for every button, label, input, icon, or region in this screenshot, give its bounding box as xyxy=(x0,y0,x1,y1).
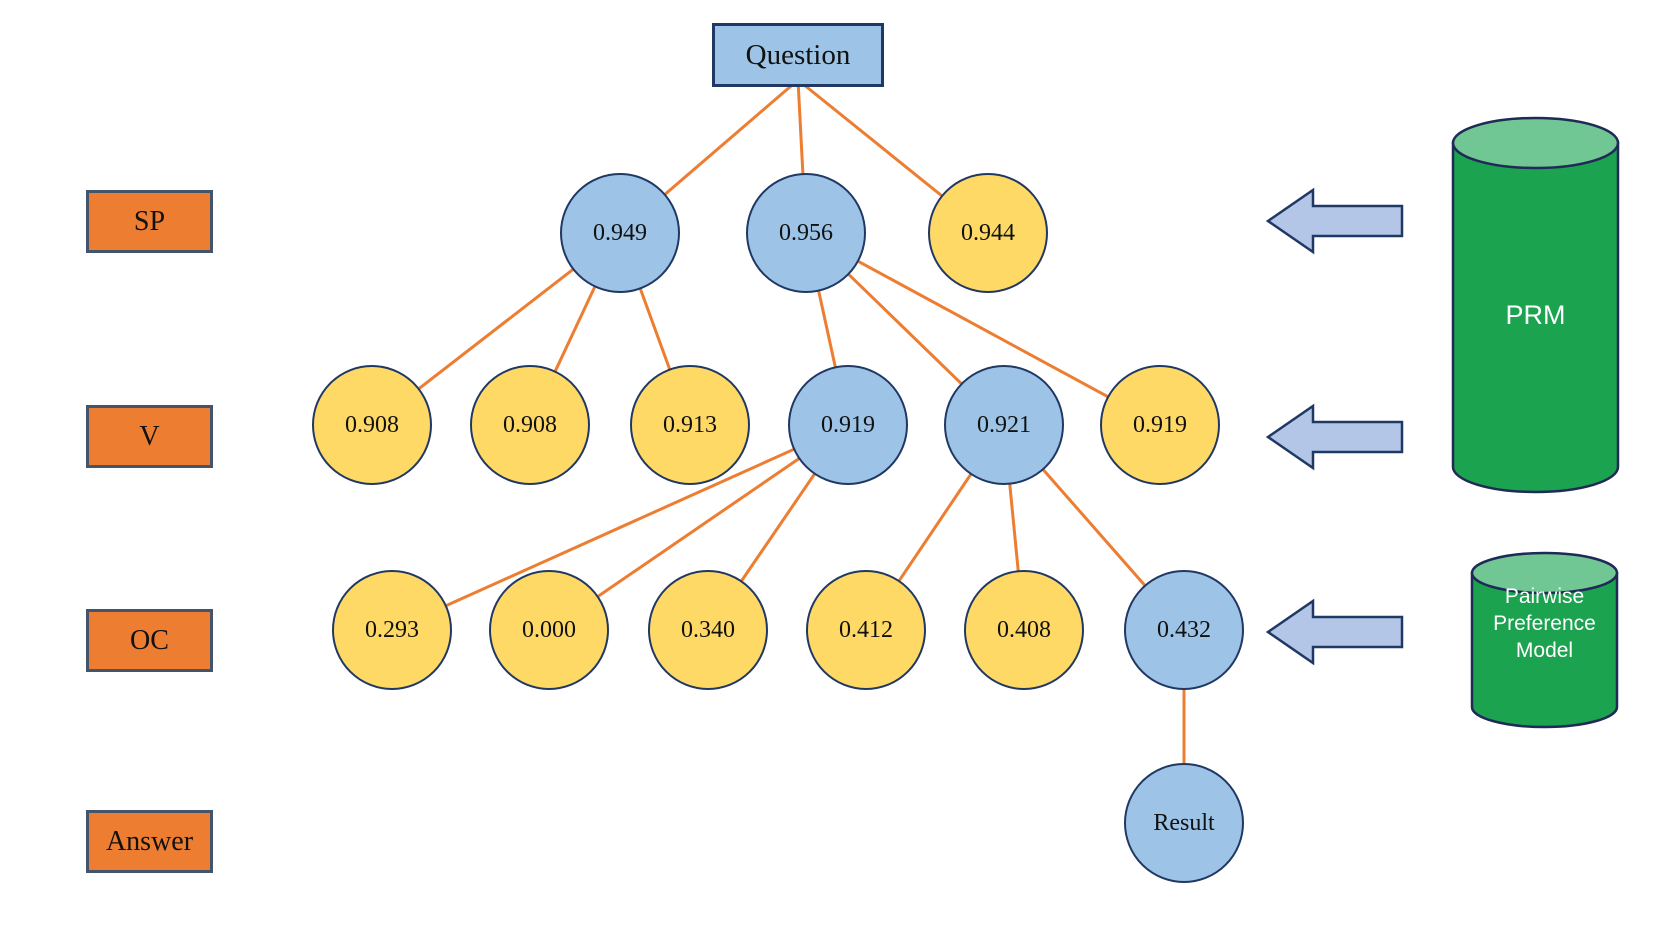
row-label-sp: SP xyxy=(86,190,213,253)
left-arrow-v-icon xyxy=(1265,403,1404,471)
node-v-6: 0.919 xyxy=(1100,365,1220,485)
pairwise-model-label-line3: Model xyxy=(1515,639,1574,662)
node-v-4: 0.919 xyxy=(788,365,908,485)
pairwise-model-cylinder-icon xyxy=(1470,551,1619,729)
pairwise-model-label: Pairwise Preference Model xyxy=(1472,583,1617,664)
node-oc-3: 0.340 xyxy=(648,570,768,690)
prm-cylinder-icon xyxy=(1451,116,1620,494)
row-label-oc: OC xyxy=(86,609,213,672)
question-box: Question xyxy=(712,23,884,87)
node-sp-2: 0.956 xyxy=(746,173,866,293)
node-result: Result xyxy=(1124,763,1244,883)
node-oc-2: 0.000 xyxy=(489,570,609,690)
node-oc-6: 0.432 xyxy=(1124,570,1244,690)
node-oc-4: 0.412 xyxy=(806,570,926,690)
pairwise-model-label-line2: Preference xyxy=(1493,612,1596,635)
edge-sp2-v6 xyxy=(805,231,1161,427)
left-arrow-oc-icon xyxy=(1265,598,1404,666)
node-oc-1: 0.293 xyxy=(332,570,452,690)
node-v-3: 0.913 xyxy=(630,365,750,485)
row-label-v: V xyxy=(86,405,213,468)
node-oc-5: 0.408 xyxy=(964,570,1084,690)
node-v-1: 0.908 xyxy=(312,365,432,485)
pairwise-model-label-line1: Pairwise xyxy=(1504,585,1585,608)
node-sp-3: 0.944 xyxy=(928,173,1048,293)
prm-cylinder-label: PRM xyxy=(1505,300,1566,330)
node-v-2: 0.908 xyxy=(470,365,590,485)
edge-v4-oc1 xyxy=(391,423,849,632)
node-v-5: 0.921 xyxy=(944,365,1064,485)
left-arrow-sp-icon xyxy=(1265,187,1404,255)
row-label-answer: Answer xyxy=(86,810,213,873)
node-sp-1: 0.949 xyxy=(560,173,680,293)
